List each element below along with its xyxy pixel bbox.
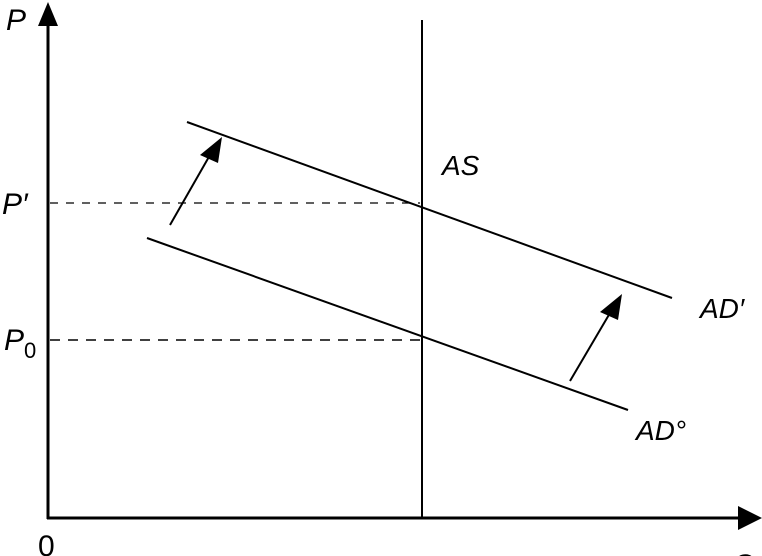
p0-label-sub: 0 — [24, 338, 36, 363]
y-axis-arrowhead — [38, 2, 58, 26]
shift-arrow-left-head-icon — [200, 137, 222, 163]
ad-new-curve — [186, 121, 673, 299]
x-axis-label: Q — [732, 549, 755, 556]
shift-arrow-left — [169, 154, 211, 226]
ad-new-label: AD′ — [698, 293, 746, 324]
ad-old-curve — [146, 237, 629, 411]
shift-arrow-right-head-icon — [600, 294, 622, 320]
origin-label: 0 — [38, 530, 55, 556]
x-axis-arrowhead — [738, 506, 762, 530]
p-new-label: P′ — [2, 188, 29, 221]
as-label: AS — [440, 150, 480, 181]
ad-old-label: AD° — [634, 415, 686, 446]
shift-arrow-right — [569, 312, 611, 382]
p0-label-main: P — [4, 324, 24, 357]
p0-label: P0 — [4, 324, 36, 363]
y-axis-label: P — [6, 4, 26, 37]
